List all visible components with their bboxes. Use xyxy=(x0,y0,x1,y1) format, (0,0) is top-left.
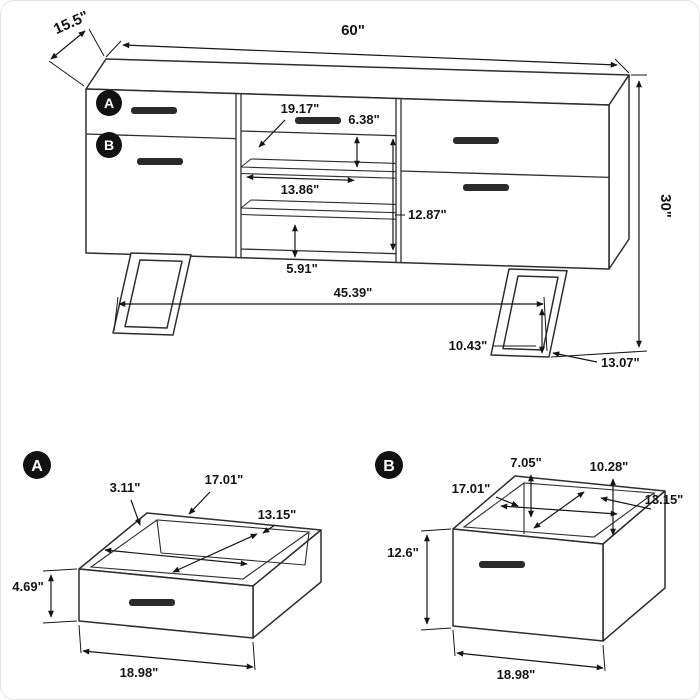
badge-b-circle xyxy=(96,132,122,158)
height-dim-label: 30" xyxy=(657,194,674,218)
depth-dim-label: 15.5" xyxy=(51,8,91,38)
shelf-lower xyxy=(240,199,397,220)
opening-height-label: 12.87" xyxy=(408,207,447,222)
drawer-a-inner-width-leader xyxy=(188,491,211,515)
drawer-b-inner-depth-arrow xyxy=(533,491,585,529)
drawer-a-width-arrow xyxy=(82,648,254,670)
badge-b-main: B xyxy=(96,132,122,158)
cabinet-side-face xyxy=(608,74,630,270)
left-leg xyxy=(112,252,192,336)
drawer-b-width-extensions xyxy=(452,629,606,672)
depth-extension-lines xyxy=(48,28,105,87)
badge-b-detail-label: B xyxy=(383,458,395,475)
right-leg xyxy=(490,268,568,358)
detail-a-view: A 3.11" 17.01" 13.15" 4.69" 18.98" xyxy=(12,451,322,680)
drawer-b-front-face xyxy=(452,528,604,642)
lower-gap-label: 5.91" xyxy=(286,261,317,276)
drawer-a-height-extensions xyxy=(42,568,78,624)
drawer-b-inner-width-label: 17.01" xyxy=(452,481,491,496)
left-door-handle[interactable] xyxy=(137,158,183,165)
badge-a-detail-label: A xyxy=(31,458,43,475)
drawer-a-inner-width-label: 17.01" xyxy=(205,472,244,487)
drawer-a-inner-depth-arrow xyxy=(172,533,258,573)
drawer-b-inner-depth-leader xyxy=(600,496,652,510)
badge-b-detail-circle xyxy=(375,451,403,479)
badge-b-label: B xyxy=(104,137,114,153)
drawer-a-edge-label: 3.11" xyxy=(110,480,141,495)
drawer-a-height-label: 4.69" xyxy=(12,579,43,594)
drawer-b-back-label: 7.05" xyxy=(510,455,541,470)
main-cabinet-view: A B xyxy=(85,58,630,358)
leg-span-extension-lines xyxy=(113,296,548,352)
drawer-a-inner-depth-leader xyxy=(262,524,276,534)
middle-drawer-handle[interactable] xyxy=(295,117,341,124)
opening-width-leader xyxy=(258,119,286,148)
drawer-a-width-extensions xyxy=(78,624,256,671)
upper-gap-label: 6.38" xyxy=(348,112,379,127)
detail-b-view: B 7.05" 10.28" 17.01" 13.15" 12.6" 18.98… xyxy=(375,451,683,682)
badge-a-circle xyxy=(96,90,122,116)
drawer-b-height-label: 12.6" xyxy=(387,545,418,560)
drawer-a-edge-leader xyxy=(130,499,141,526)
badge-b-detail: B xyxy=(375,451,403,479)
drawer-b-inner-height-label: 10.28" xyxy=(590,459,629,474)
drawer-b-inner-depth-label: 13.15" xyxy=(645,492,684,507)
depth-dim-arrow xyxy=(50,30,86,60)
drawer-a-handle[interactable] xyxy=(129,599,175,606)
right-door-handle[interactable] xyxy=(463,184,509,191)
right-drawer-handle[interactable] xyxy=(453,137,499,144)
shelf-width-arrow xyxy=(246,174,355,184)
leg-height-label: 10.43" xyxy=(449,338,488,353)
drawer-b-handle[interactable] xyxy=(479,561,525,568)
badge-a-main: A xyxy=(96,90,122,116)
width-dim-arrow xyxy=(122,42,618,68)
badge-a-label: A xyxy=(104,95,114,111)
opening-width-label: 19.17" xyxy=(281,101,320,116)
drawer-a-width-label: 18.98" xyxy=(120,665,159,680)
foot-depth-leader xyxy=(552,351,598,363)
width-dim-label: 60" xyxy=(341,22,365,39)
cabinet-panel-lines xyxy=(85,93,610,263)
left-drawer-handle[interactable] xyxy=(131,107,177,114)
drawer-a-inner-depth-label: 13.15" xyxy=(258,507,297,522)
drawer-b-height-extensions xyxy=(420,528,452,631)
badge-a-detail: A xyxy=(23,451,51,479)
shelf-width-label: 13.86" xyxy=(281,182,320,197)
badge-a-detail-circle xyxy=(23,451,51,479)
leg-span-label: 45.39" xyxy=(334,285,373,300)
drawer-b-width-arrow xyxy=(456,650,604,671)
foot-depth-label: 13.07" xyxy=(601,355,640,370)
drawer-b-width-label: 18.98" xyxy=(497,667,536,682)
